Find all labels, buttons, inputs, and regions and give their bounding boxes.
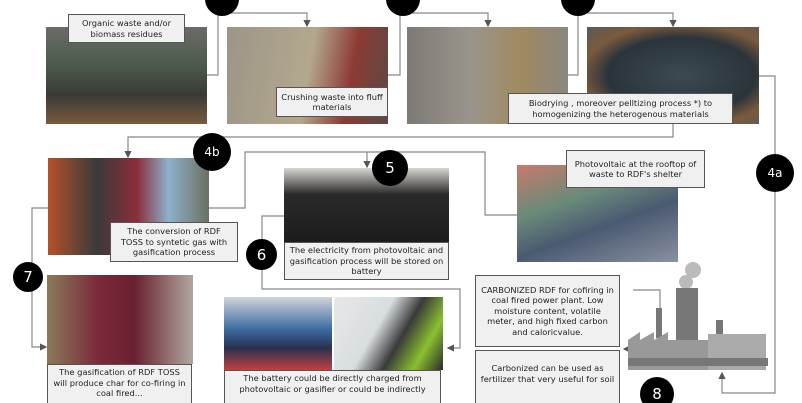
label-organic-waste: Organic waste and/or biomass residues [68,14,185,43]
label-photovoltaic: Photovoltaic at the rooftop of waste to … [566,150,705,188]
step-8-marker: 8 [640,377,674,403]
label-biodrying: Biodrying , moreover pelltizing process … [508,93,733,124]
label-electricity: The electricity from photovoltaic and ga… [284,242,449,280]
step-4a-marker: 4a [756,154,794,192]
power-plant-illustration [628,258,768,374]
step-3-marker [561,0,595,16]
step-5-marker: 5 [372,150,408,186]
label-crushing: Crushing waste into fluff materials [276,87,388,117]
photo-char [47,275,193,364]
label-battery-charging: The battery could be directly charged fr… [224,370,441,403]
label-carbonized-rdf: CARBONIZED RDF for cofiring in coal fire… [475,275,620,347]
step-6-marker: 6 [246,239,277,270]
photo-electric-vehicle-battery [334,297,443,370]
photo-battery [284,168,449,243]
step-2-marker [386,0,420,16]
label-char: The gasification of RDF TOSS will produc… [47,364,192,403]
step-4b-marker: 4b [193,133,231,171]
label-conversion: The conversion of RDF TOSS to syntetic g… [110,222,238,262]
step-7-marker: 7 [13,262,43,292]
label-fertilizer: Carbonized can be used as fertilizer tha… [475,350,620,403]
photo-organic-waste-truck [46,27,207,124]
photo-boat [224,297,332,370]
step-1-marker [205,0,239,16]
